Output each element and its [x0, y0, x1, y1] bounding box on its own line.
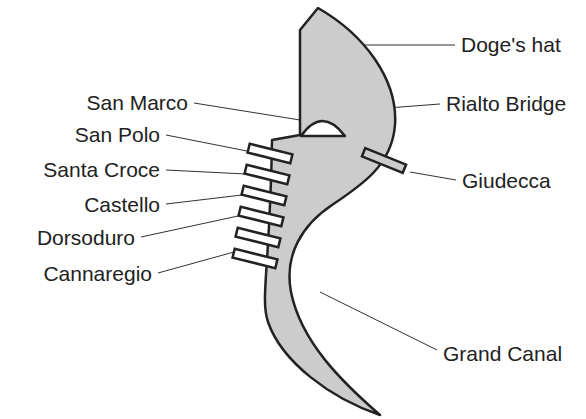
leader-line [158, 252, 234, 273]
district-bars [233, 144, 293, 268]
district-bar [242, 186, 287, 205]
part-label: San Marco [86, 91, 188, 115]
leader-line [166, 195, 242, 204]
leader-line [194, 103, 300, 120]
part-label: Grand Canal [443, 342, 562, 366]
part-label: Cannaregio [43, 262, 152, 286]
part-label: Dorsoduro [37, 226, 135, 250]
leader-line [166, 170, 246, 174]
part-label: San Polo [75, 123, 160, 147]
district-bar [248, 144, 293, 163]
district-bar [245, 165, 290, 184]
leader-line [320, 292, 437, 350]
leader-line [141, 216, 238, 237]
part-label: Rialto Bridge [446, 92, 566, 116]
district-bar [239, 207, 284, 226]
part-label: Santa Croce [43, 158, 160, 182]
gondola-body [265, 8, 395, 415]
part-label: Castello [84, 193, 160, 217]
part-label: Doge's hat [461, 33, 561, 57]
part-label: Giudecca [462, 169, 551, 193]
district-bar [233, 249, 278, 268]
giudecca-bar [362, 148, 406, 173]
leader-line [410, 172, 456, 180]
rialto-arch [301, 121, 345, 136]
district-bar [236, 228, 281, 247]
leader-line [166, 135, 252, 152]
